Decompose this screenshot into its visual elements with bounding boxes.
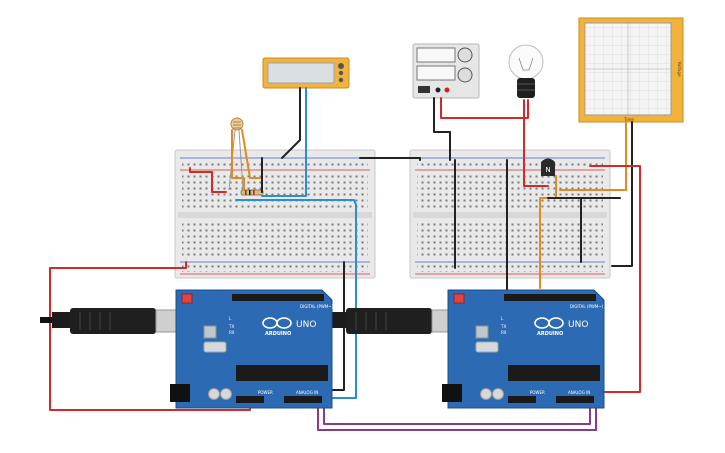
arduino-right-l-label: L <box>501 316 504 321</box>
arduino-left[interactable]: DIGITAL (PWM~) L TX RX UNO ARDUINO POWER… <box>170 289 334 409</box>
wire-red-5v-right[interactable] <box>589 165 641 393</box>
wire-orange-ldr-left[interactable] <box>231 129 245 191</box>
oscilloscope-time-label: Time <box>623 117 634 122</box>
atmega-chip-right <box>508 365 600 381</box>
arduino-left-rx-label: RX <box>229 330 235 335</box>
arduino-right-analog-label: ANALOG IN <box>568 390 590 395</box>
wire-black-bridge[interactable] <box>359 157 421 161</box>
oscilloscope[interactable]: Time Voltage <box>578 17 684 123</box>
arduino-left-l-label: L <box>229 316 232 321</box>
light-bulb[interactable] <box>508 44 544 98</box>
arduino-right-power-label: POWER <box>530 390 545 395</box>
multimeter-knob-icon[interactable] <box>338 63 344 69</box>
arduino-left-digital-label: DIGITAL (PWM~) <box>300 304 334 309</box>
arduino-right-tx-label: TX <box>500 324 506 329</box>
arduino-right-brand: ARDUINO <box>537 331 563 337</box>
voltage-knob-icon[interactable] <box>457 47 473 63</box>
wire-red-5v-left[interactable] <box>49 261 251 411</box>
resistor[interactable] <box>240 189 264 196</box>
arduino-right-rx-label: RX <box>501 330 507 335</box>
arduino-left-power-label: POWER <box>258 390 273 395</box>
wire-purple-scl[interactable] <box>323 399 591 425</box>
transistor[interactable]: N <box>541 158 555 177</box>
wire-red-ldr[interactable] <box>189 167 227 193</box>
arduino-right-model: UNO <box>568 320 588 330</box>
arduino-left-tx-label: TX <box>228 324 234 329</box>
wire-red-bulb-collector[interactable] <box>523 99 549 187</box>
arduino-right[interactable]: DIGITAL (PWM~) L TX RX UNO ARDUINO POWER… <box>442 289 605 409</box>
usb-cable-left[interactable] <box>40 308 197 334</box>
power-supply[interactable] <box>412 43 480 99</box>
multimeter[interactable] <box>262 57 350 89</box>
wire-black-meter[interactable] <box>281 87 301 159</box>
power-jack-right[interactable] <box>442 384 462 402</box>
wire-purple-sda[interactable] <box>317 399 597 431</box>
power-jack-left[interactable] <box>170 384 190 402</box>
wire-black-psu[interactable] <box>433 97 451 161</box>
arduino-left-brand: ARDUINO <box>265 331 291 337</box>
arduino-right-digital-label: DIGITAL (PWM~) <box>570 304 604 309</box>
breadboard-right[interactable] <box>409 149 611 279</box>
reset-button-left[interactable] <box>181 293 193 304</box>
arduino-logo-icon <box>262 317 292 329</box>
arduino-logo-icon <box>534 317 564 329</box>
arduino-left-model: UNO <box>296 320 316 330</box>
wires <box>49 87 641 431</box>
power-switch[interactable] <box>418 86 430 93</box>
current-knob-icon[interactable] <box>457 67 473 83</box>
atmega-chip-left <box>236 365 328 381</box>
wire-orange-scope[interactable] <box>559 121 627 191</box>
oscilloscope-voltage-label: Voltage <box>677 61 682 77</box>
wire-blue-a0[interactable] <box>235 199 357 399</box>
wire-red-psu-bulb[interactable] <box>440 97 529 119</box>
wire-black-scope[interactable] <box>611 121 633 267</box>
transistor-label: N <box>545 166 550 174</box>
arduino-left-analog-label: ANALOG IN <box>296 390 318 395</box>
breadboard-left[interactable] <box>174 149 376 279</box>
wire-blue-meter[interactable] <box>261 87 307 197</box>
reset-button-right[interactable] <box>453 293 465 304</box>
